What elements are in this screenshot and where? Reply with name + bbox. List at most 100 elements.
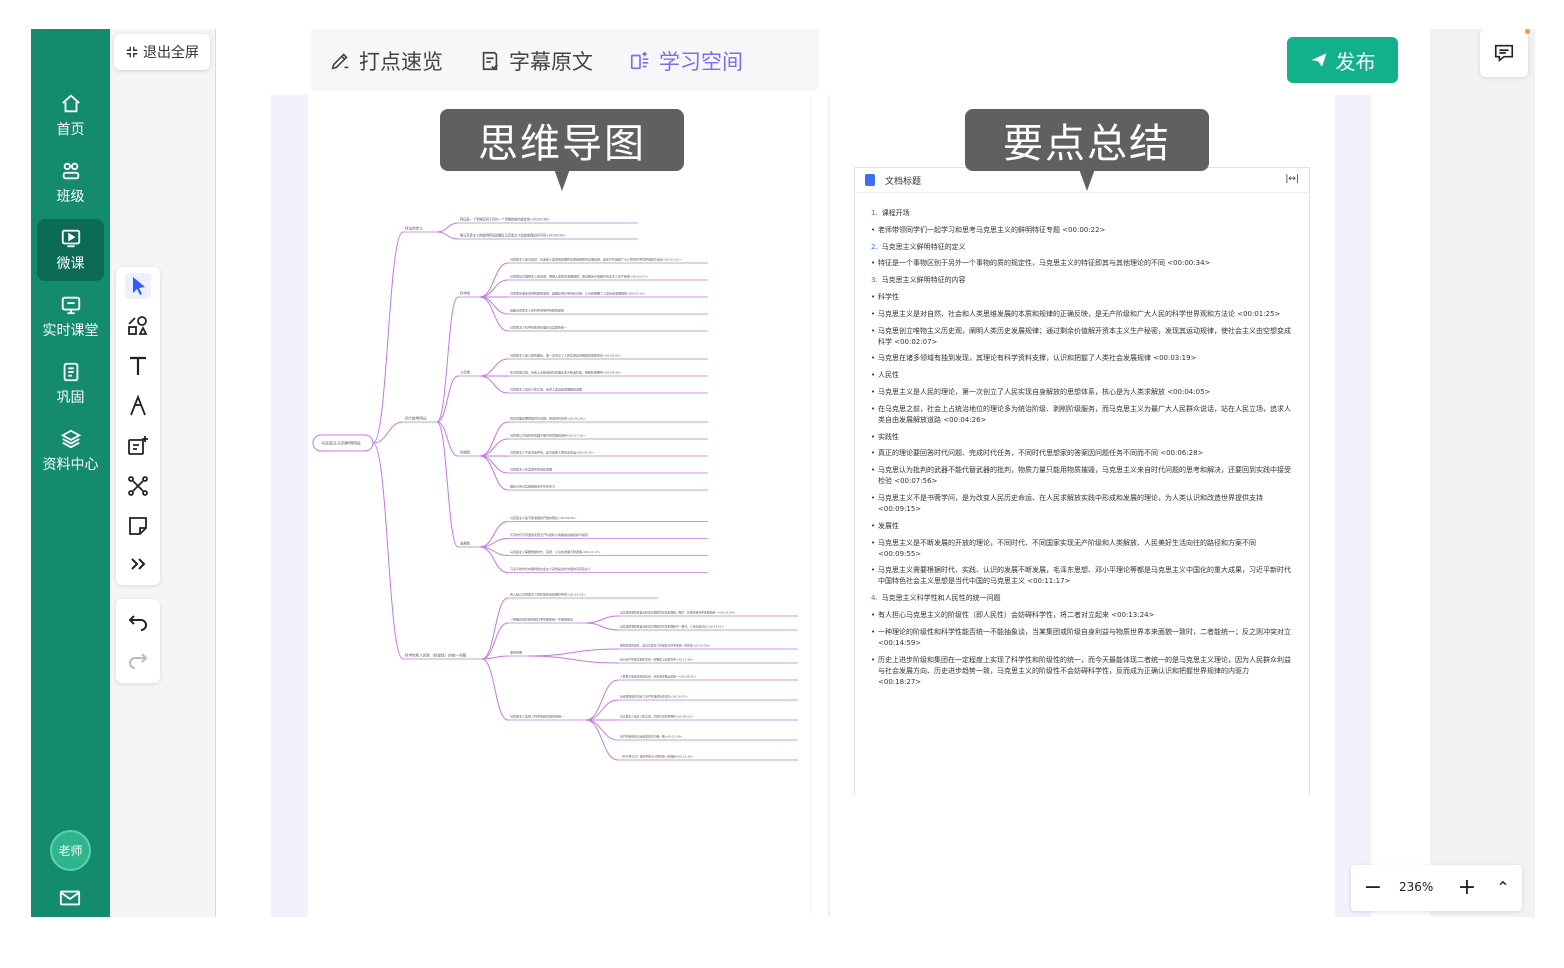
publish-button[interactable]: 发布 [1287, 37, 1398, 83]
mindmap-leaf-node: 社会发展规律决定了无产阶级的历史使命<00:19:37> [620, 695, 688, 699]
mail-icon[interactable] [59, 889, 81, 907]
mindmap-branch-line [479, 521, 509, 548]
mindmap-branch-line [481, 658, 509, 721]
mindmap-leaf-node: 当某集团或阶级自身利益与物质世界本来面貌一致时，阶级性和科学性能够统一<00:1… [620, 611, 736, 615]
summary-bullet: 真正的理论要回答时代问题、完成时代任务，不同时代思想家的答案因问题任务不同而不同… [871, 448, 1293, 459]
mindmap-branch-line [481, 655, 509, 660]
summary-bullet: 科学性 [871, 292, 1293, 303]
mindmap-sub-node: 事例说明 [510, 650, 522, 655]
tab-label: 打点速览 [359, 50, 443, 74]
nav-label: 资料中心 [42, 457, 99, 473]
mindmap-branch-line [436, 421, 459, 548]
mindmap-branch-line [436, 222, 459, 233]
mindmap-branch-line [436, 296, 459, 423]
summary-section-heading: 1.课程开场 [871, 208, 1293, 219]
comments-button[interactable] [1480, 29, 1528, 77]
mindmap-leaf-node: 唯物史观的诞生，是马克思主义阶级性与科学性统一的体现<00:14:59> [620, 644, 711, 648]
nav-item-home[interactable]: 首页 [37, 85, 104, 147]
tab-subtitle-text[interactable]: 字幕原文 [479, 47, 593, 75]
mindmap-branch-line [479, 358, 509, 377]
section-text: 马克思主义鲜明特征的定义 [881, 242, 966, 251]
zoom-in-button[interactable]: + [1457, 875, 1477, 900]
mindmap-branch-line [479, 438, 509, 457]
text-icon [130, 356, 146, 375]
doc-title: 文档标题 [885, 176, 922, 187]
mind-map[interactable]: 马克思主义的鲜明特征特征的定义特征是一个事物区别于另外一个事物的质的规定性<00… [308, 95, 810, 917]
summary-callout: 要点总结 [965, 109, 1209, 191]
mindmap-branch-line [527, 655, 619, 664]
nav-item-resource-center[interactable]: 资料中心 [37, 420, 104, 482]
mindmap-leaf-node: 习近平新时代中国特色社会主义思想是当代中国的马克思主义 [510, 566, 591, 571]
shapes-icon [128, 316, 148, 335]
mindmap-panel: 马克思主义的鲜明特征特征的定义特征是一个事物区别于另外一个事物的质的规定性<00… [308, 95, 810, 917]
mindmap-leaf-node: 马克思主义是不断发展的开放的理论<00:09:55> [510, 515, 577, 520]
mindmap-sub-node: 一种理论的阶级性和科学性能否统一不能抽象谈 [510, 617, 573, 622]
mindmap-leaf-node: 马克思认为批判的武器不能代替武器的批判<00:07:56> [510, 433, 586, 438]
tab-dot-overview[interactable]: 打点速览 [329, 47, 443, 75]
redo-button[interactable] [125, 647, 151, 673]
mindmap-branch-line [585, 699, 619, 721]
nav-item-review[interactable]: 巩固 [37, 353, 104, 415]
mindmap-leaf-node: 马克思在诸多领域有独到发现，其理论有科学资料支撑，认识和把握了人类社会发展规律<… [510, 291, 646, 296]
summary-bullet: 一种理论的阶级性和科学性能否统一不能抽象谈，当某集团或阶级自身利益与物质世界本来… [871, 627, 1293, 649]
zoom-control: − 236% + ⌃ [1351, 865, 1522, 911]
summary-bullet: 马克思主义是对自然、社会和人类思维发展的本质和规律的正确反映，是无产阶级和广大人… [871, 309, 1293, 320]
nav-item-class[interactable]: 班级 [37, 152, 104, 214]
more-tools-button[interactable] [125, 551, 151, 577]
tab-label: 字幕原文 [509, 50, 593, 74]
summary-section-heading: 4.马克思主义科学性和人民性的统一问题 [871, 593, 1293, 604]
live-classroom-icon [61, 296, 80, 315]
summary-bullet: 马克思主义是人民的理论，第一次创立了人民实现自身解放的思想体系，核心是为人类求解… [871, 387, 1293, 398]
undo-button[interactable] [125, 609, 151, 635]
mindmap-branch-node: 特征的定义 [405, 226, 423, 231]
mindmap-branch-line [585, 622, 619, 631]
section-number: 1. [871, 209, 878, 217]
tab-learning-space[interactable]: 学习空间 [629, 47, 743, 75]
zoom-out-button[interactable]: − [1363, 875, 1383, 900]
pen-mark-icon [331, 53, 349, 70]
mindmap-leaf-node: 无产阶级利益与社会发展方向相一致<00:21:09> [620, 735, 683, 739]
doc-header: 文档标题 |↔| [855, 168, 1309, 193]
text-tool[interactable] [125, 353, 151, 379]
nav-item-live-classroom[interactable]: 实时课堂 [37, 286, 104, 348]
mindmap-leaf-node: 马克思主义是人民的理论，第一次创立了人民实现自身解放的思想体系<00:04:05… [510, 353, 622, 358]
mindmap-sub-node: 人民性 [460, 370, 471, 375]
shape-tool[interactable] [125, 313, 151, 339]
left-nav: 首页 班级 微课 实时课堂 巩固 资料中心 老师 [31, 29, 110, 917]
mindmap-sub-node: 马克思主义实现了科学性和阶级性的统一 [510, 714, 564, 719]
nav-label: 微课 [56, 256, 85, 272]
exit-fullscreen-button[interactable]: 退出全屏 [114, 34, 210, 70]
section-text: 马克思主义科学性和人民性的统一问题 [881, 594, 1001, 603]
double-chevron-right-icon [131, 558, 146, 570]
select-tool[interactable] [125, 273, 151, 299]
section-number: 3. [871, 276, 878, 285]
pointer-icon [133, 277, 145, 295]
section-text: 马克思主义鲜明特征的内容 [881, 276, 966, 285]
avatar[interactable]: 老师 [50, 830, 91, 871]
mindmap-leaf-node: 马克思主义不是书斋学问，是为改变人民历史命运<00:09:15> [510, 450, 595, 455]
sticky-note-icon [129, 517, 147, 535]
pen-icon [130, 394, 146, 416]
summary-body: 1.课程开场老师带领同学们一起学习和思考马克思主义的鲜明特征专题 <00:00:… [871, 208, 1293, 693]
mindmap-branch-node: 科学性和人民性（阶级性）的统一问题 [405, 653, 466, 658]
divider [215, 29, 216, 917]
zoom-level: 236% [1399, 880, 1434, 894]
connector-tool[interactable] [125, 473, 151, 499]
mindmap-leaf-node: 马克思创立唯物主义历史观，阐明人类历史发展规律；通过剩余价值解开资本主义生产秘密… [510, 274, 649, 279]
sticky-note-tool[interactable] [125, 513, 151, 539]
pen-tool[interactable] [125, 393, 151, 419]
mindmap-root-label: 马克思主义的鲜明特征 [321, 440, 361, 446]
mindmap-branch-line [585, 719, 619, 761]
exit-fullscreen-icon [126, 46, 138, 58]
nav-item-micro-course[interactable]: 微课 [37, 219, 104, 281]
class-group-icon [62, 162, 79, 180]
collapse-button[interactable]: ⌃ [1496, 878, 1510, 897]
expand-width-icon[interactable]: |↔| [1285, 174, 1299, 184]
subtitle-doc-icon [482, 51, 498, 71]
send-icon [1311, 53, 1326, 67]
nav-label: 巩固 [56, 390, 85, 406]
add-note-tool[interactable] [125, 433, 151, 459]
summary-bullet: 马克思认为批判的武器不能代替武器的批判，物质力量只能用物质摧毁，马克思主义来自时… [871, 465, 1293, 487]
summary-bullet: 实践性 [871, 432, 1293, 443]
summary-bullet: 有人担心马克思主义的阶级性（即人民性）会妨碍科学性，将二者对立起来 <00:13… [871, 610, 1293, 621]
